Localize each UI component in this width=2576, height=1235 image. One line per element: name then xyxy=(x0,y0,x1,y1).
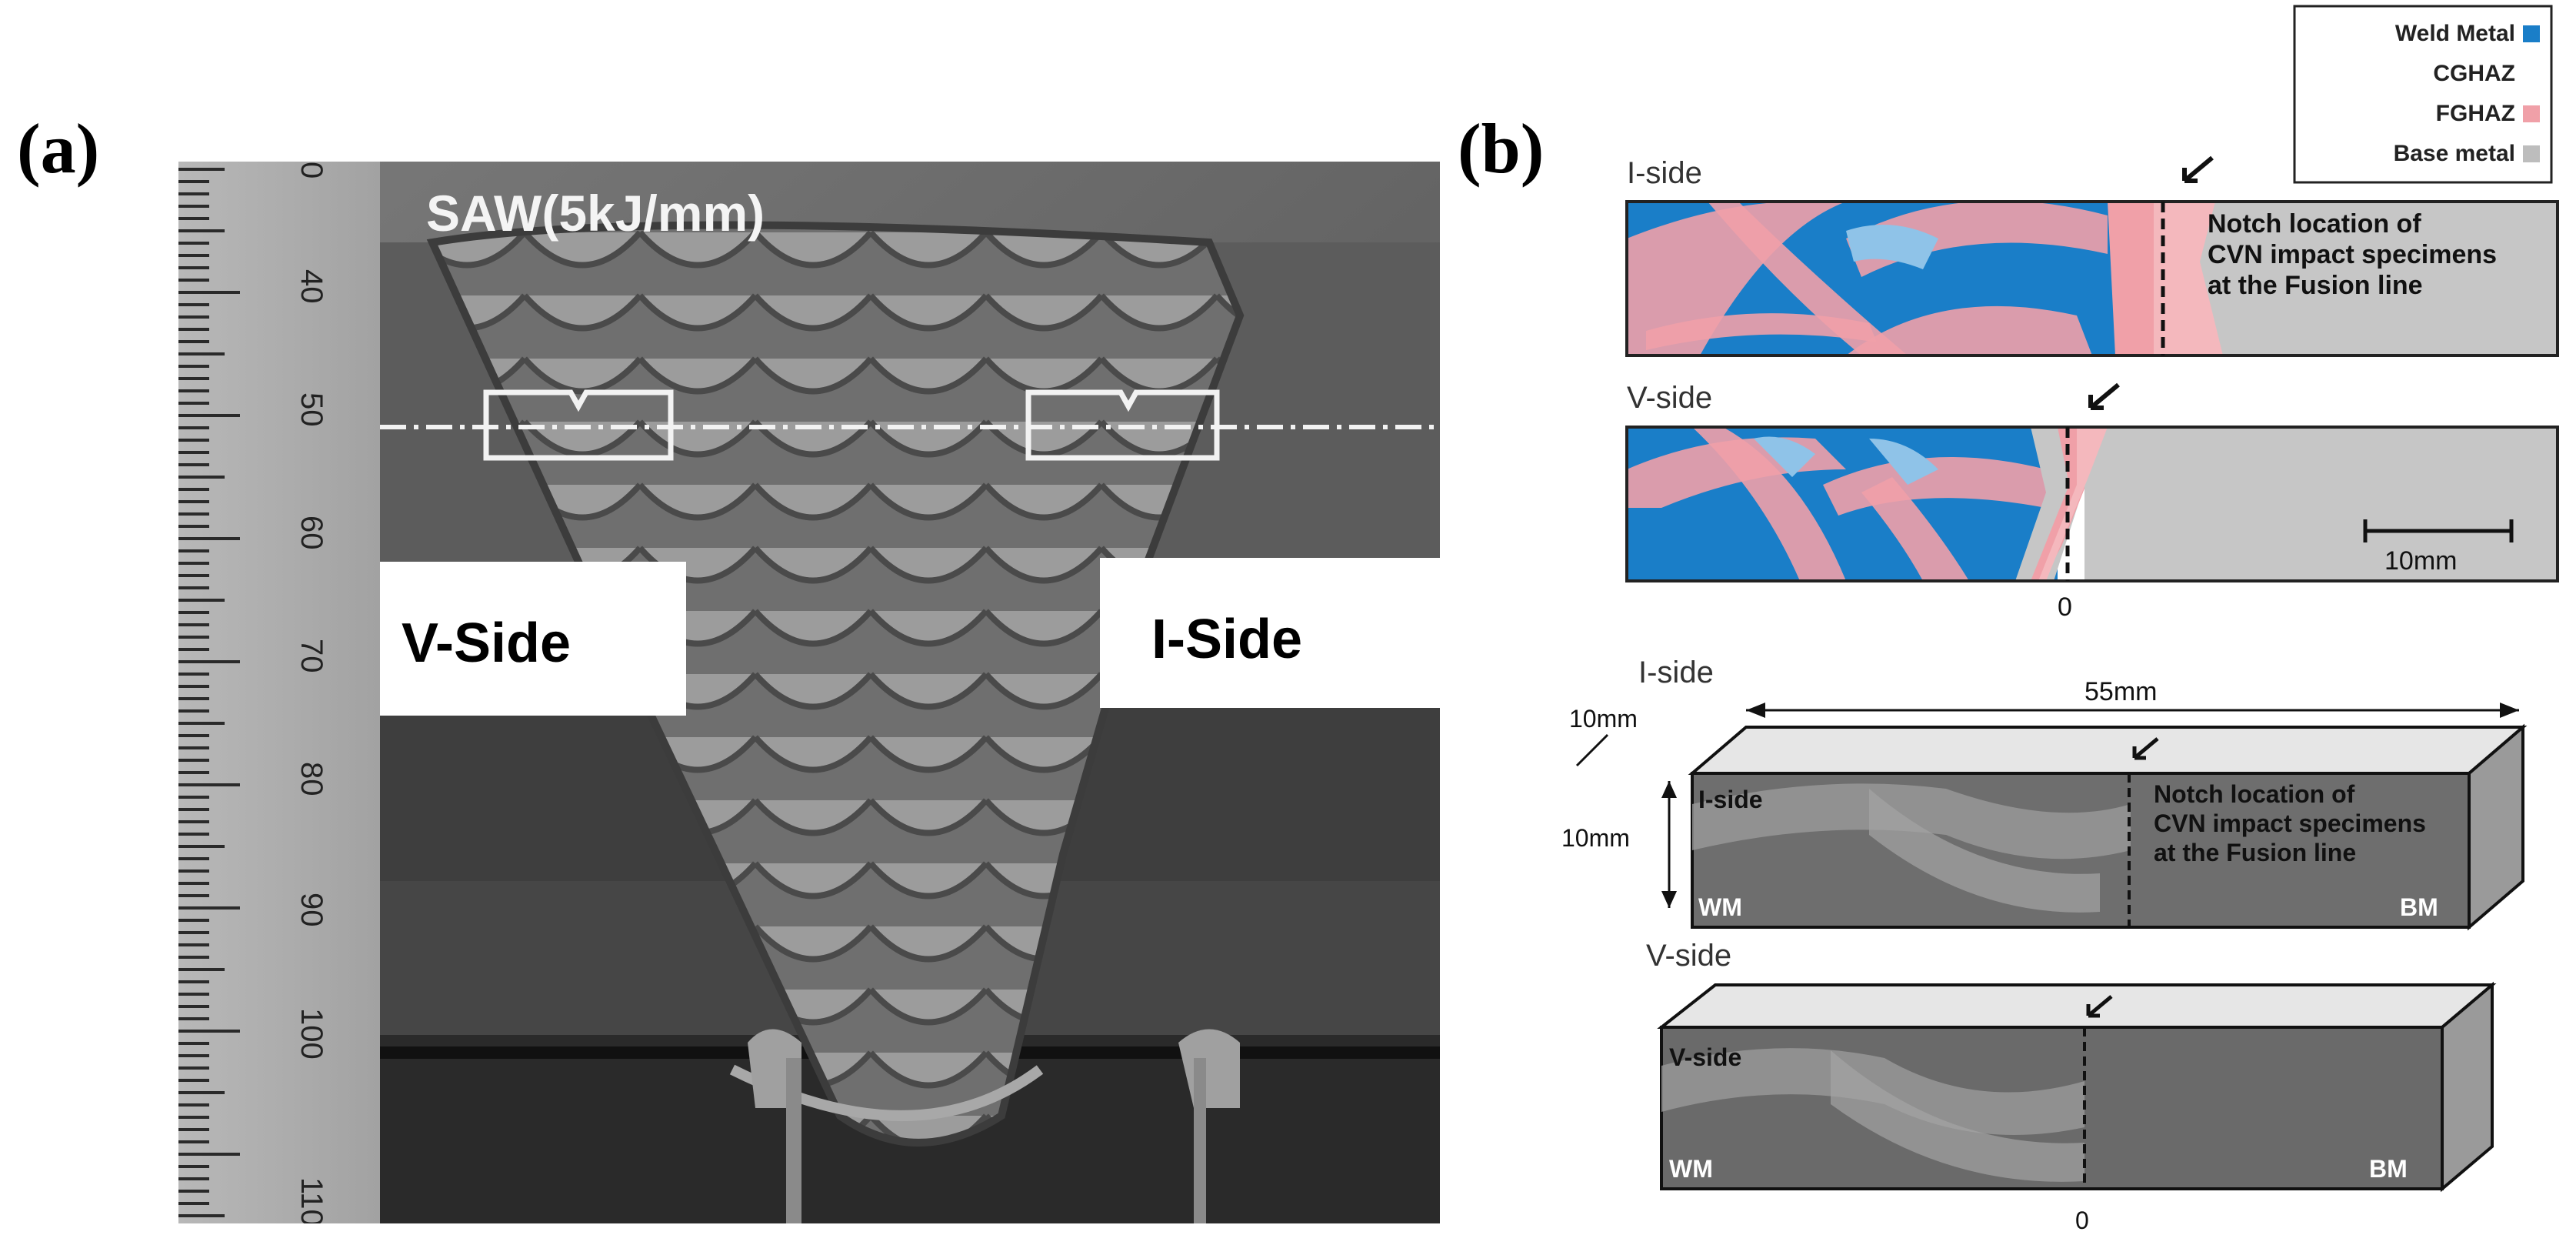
ruler-tick-110: 110 xyxy=(295,1177,328,1223)
ruler-tick-100: 100 xyxy=(295,1008,328,1060)
ruler-tick-50: 50 xyxy=(295,392,328,427)
map-scale-bar xyxy=(2363,519,2514,542)
legend-label-fghaz: FGHAZ xyxy=(2436,101,2515,126)
weld-macrograph: 0 40 50 60 70 80 90 100 110 SAW(5kJ/mm) … xyxy=(178,162,1440,1223)
specimen-i-note-line3: at the Fusion line xyxy=(2154,839,2356,866)
specimen-i-note-line1: Notch location of xyxy=(2154,780,2355,808)
ruler-tick-80: 80 xyxy=(295,762,328,796)
specimen-v-face-label: V-side xyxy=(1669,1043,1741,1071)
specimen-depth-label: 10mm xyxy=(1569,705,1638,733)
microstructure-maps: I-side Notch location of CVN impact spec… xyxy=(1625,155,2559,619)
panel-a-label: (a) xyxy=(17,109,100,188)
map-i-note-line2: CVN impact specimens xyxy=(2208,240,2497,269)
specimen-i-side-label: I-side xyxy=(1638,656,1714,689)
map-i-note-line1: Notch location of xyxy=(2208,209,2421,239)
map-i-side xyxy=(1625,200,2559,357)
specimen-v-box xyxy=(1657,981,2497,1193)
map-i-note-line3: at the Fusion line xyxy=(2208,271,2423,300)
map-origin-label: 0 xyxy=(2058,592,2072,619)
weld-bead xyxy=(426,221,1245,1147)
map-v-side-label: V-side xyxy=(1627,381,1712,415)
map-scale-label: 10mm xyxy=(2384,546,2457,576)
legend: Weld Metal CGHAZ FGHAZ Base metal xyxy=(2293,5,2553,184)
specimen-i-wm-label: WM xyxy=(1698,893,1742,921)
process-label: SAW(5kJ/mm) xyxy=(426,185,765,242)
specimen-i-notch-arrow xyxy=(2132,737,2159,760)
v-side-specimen-box xyxy=(483,389,674,461)
map-i-side-label: I-side xyxy=(1627,156,1702,190)
ruler-tick-40: 40 xyxy=(295,269,328,304)
legend-swatch-weld-metal xyxy=(2523,25,2540,42)
ruler-tick-0: 0 xyxy=(295,162,328,179)
i-side-label: I-Side xyxy=(1151,609,1302,670)
scale-ruler xyxy=(178,162,380,1223)
i-side-label-box xyxy=(1100,558,1440,708)
v-side-label: V-Side xyxy=(402,612,571,674)
specimen-i-note-line2: CVN impact specimens xyxy=(2154,809,2426,837)
specimen-v-wm-label: WM xyxy=(1669,1155,1713,1183)
specimen-v-bm-label: BM xyxy=(2369,1155,2408,1183)
i-side-specimen-box xyxy=(1025,389,1220,461)
legend-label-cghaz: CGHAZ xyxy=(2433,61,2515,86)
specimen-origin-label: 0 xyxy=(2075,1207,2089,1234)
ruler-tick-70: 70 xyxy=(295,639,328,673)
cvn-specimens: I-side 55mm 10mm 10mm I-side Notch locat… xyxy=(1561,656,2528,1234)
panel-b-label: (b) xyxy=(1458,109,1545,188)
map-i-notch-arrow xyxy=(2182,155,2214,183)
specimen-i-bm-label: BM xyxy=(2400,893,2438,921)
legend-swatch-base-metal xyxy=(2523,145,2540,162)
legend-label-weld-metal: Weld Metal xyxy=(2395,21,2515,46)
specimen-length-label: 55mm xyxy=(2084,677,2157,706)
specimen-i-face-label: I-side xyxy=(1698,786,1763,813)
specimen-v-notch-arrow xyxy=(2086,995,2113,1018)
ruler-tick-90: 90 xyxy=(295,893,328,927)
legend-swatch-fghaz xyxy=(2523,105,2540,122)
map-v-side xyxy=(1625,426,2559,582)
v-side-label-box xyxy=(380,562,686,716)
map-v-notch-arrow xyxy=(2088,382,2120,410)
specimen-height-label: 10mm xyxy=(1561,824,1630,852)
ruler-tick-60: 60 xyxy=(295,516,328,550)
legend-label-base-metal: Base metal xyxy=(2394,141,2515,166)
specimen-i-box xyxy=(1688,723,2528,931)
specimen-v-side-label: V-side xyxy=(1646,939,1731,973)
